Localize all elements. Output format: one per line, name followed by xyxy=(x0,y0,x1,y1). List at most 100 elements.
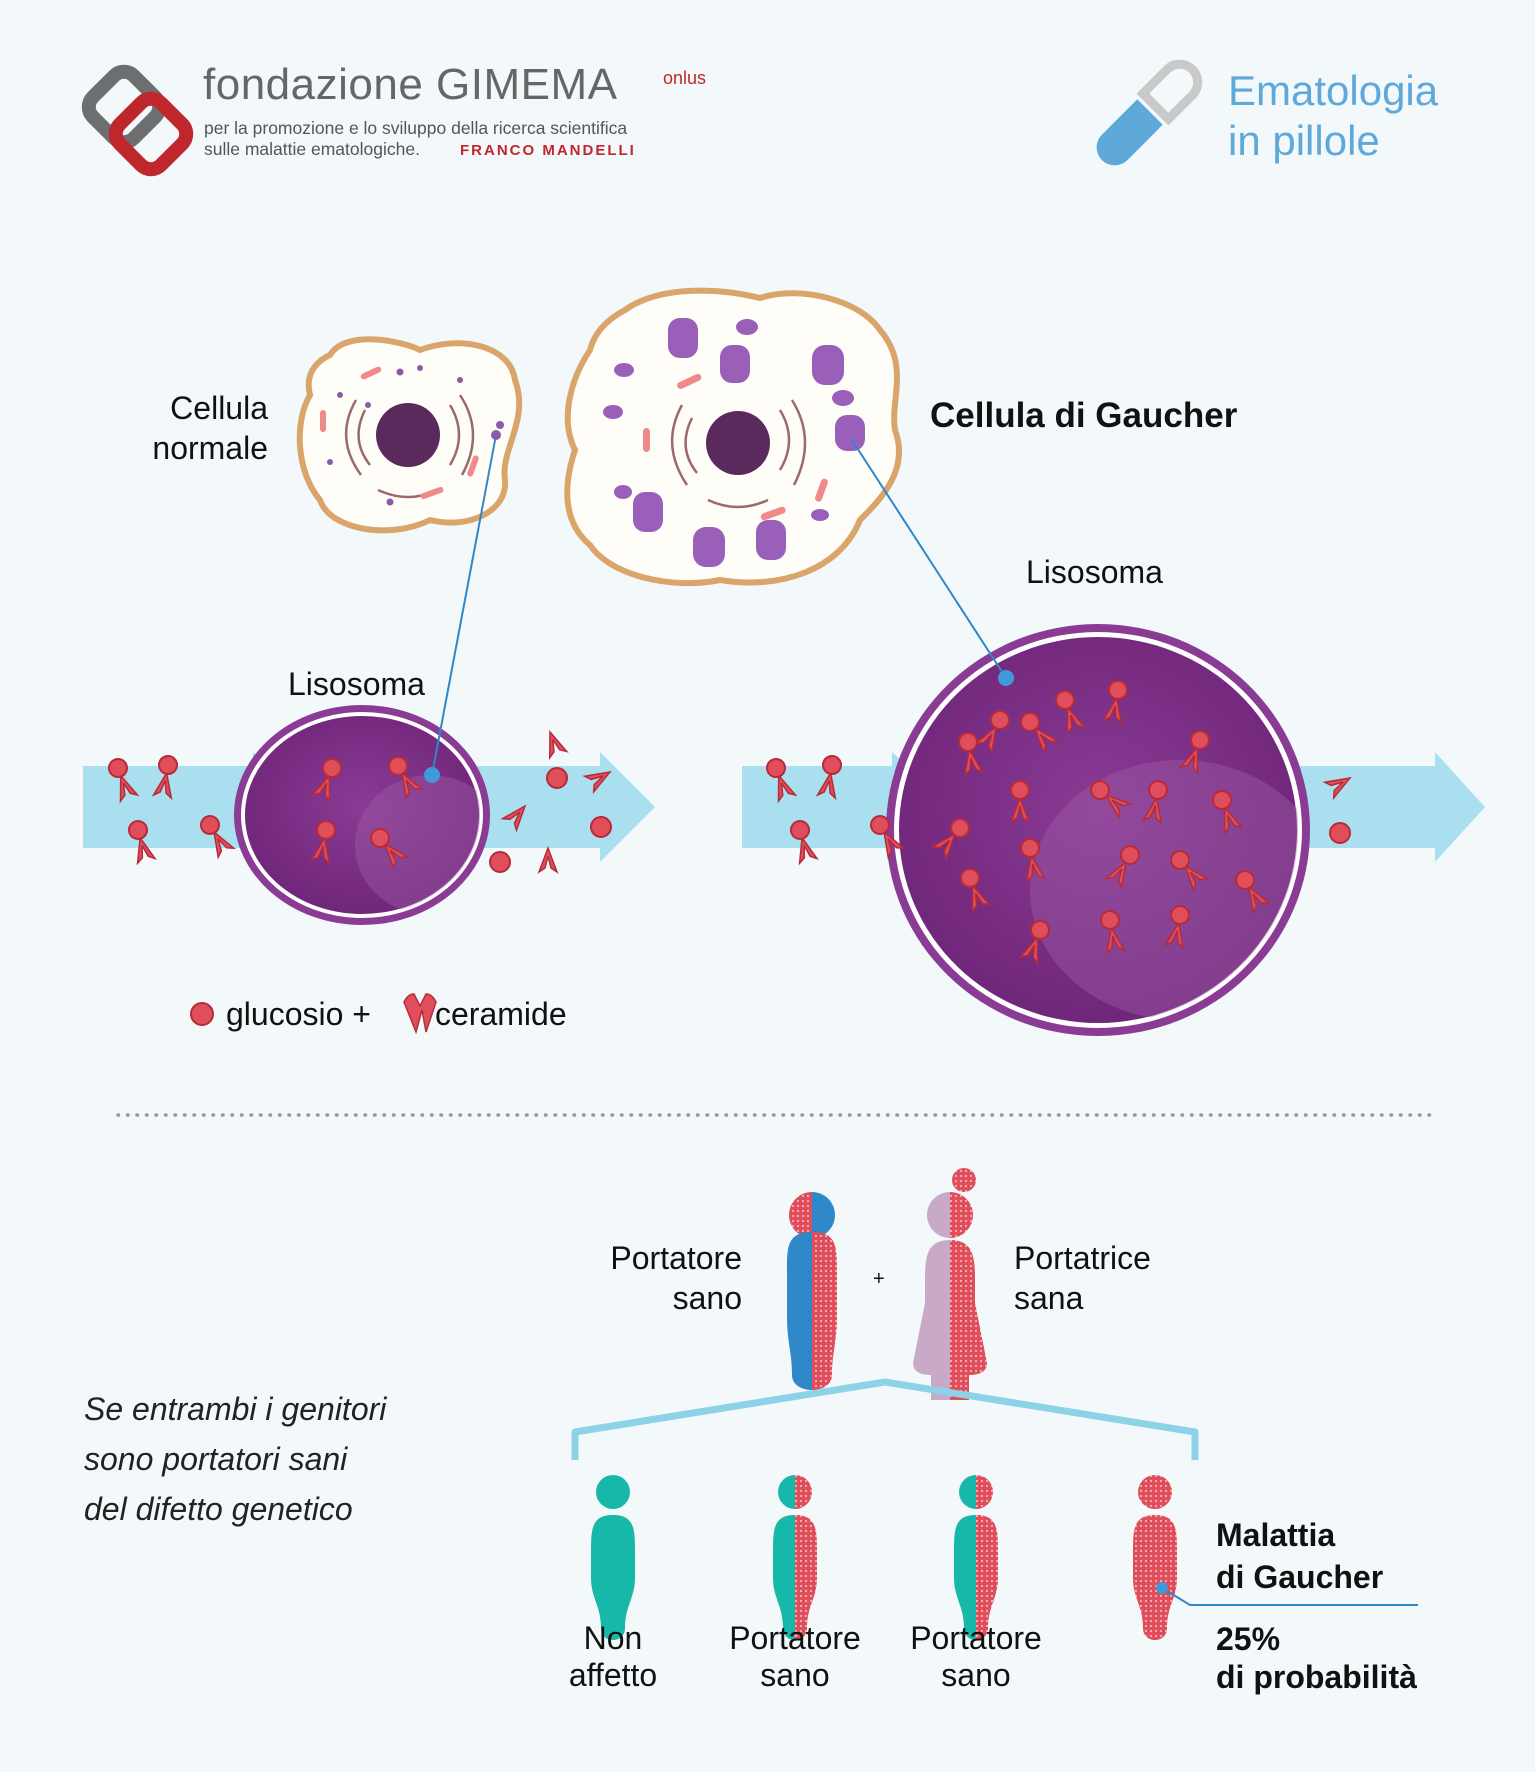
gaucher-cell-label: Cellula di Gaucher xyxy=(930,396,1238,435)
glucosylceramide-molecule xyxy=(309,820,336,866)
callout-normal-lysosome xyxy=(424,430,501,783)
mother-label-line2: sana xyxy=(1014,1280,1084,1316)
inheritance-note: Se entrambi i genitori sono portatori sa… xyxy=(84,1384,386,1534)
disease-label-line2: di Gaucher xyxy=(1216,1559,1384,1595)
probability-label-line1: 25% xyxy=(1216,1621,1281,1657)
child-label-1-line2: affetto xyxy=(568,1657,658,1693)
glucosylceramide-molecule xyxy=(200,815,237,860)
father-label-line2: sano xyxy=(672,1280,742,1316)
offspring-bracket xyxy=(571,1378,1199,1460)
inheritance-note-line2: sono portatori sani xyxy=(84,1441,348,1477)
child-label-1-line1: Non xyxy=(583,1620,643,1656)
gimema-logo xyxy=(81,64,194,177)
child-label-2-line2: sano xyxy=(760,1657,830,1693)
normal-cell xyxy=(296,336,523,534)
glucose-molecule xyxy=(590,816,612,838)
child-unaffected-figure xyxy=(591,1475,635,1640)
mother-label: Portatrice sana xyxy=(1014,1238,1151,1318)
glucosylceramide-molecule xyxy=(108,758,140,804)
glucosylceramide-molecule xyxy=(388,756,425,801)
child-label-3-line1: Portatore xyxy=(910,1620,1042,1656)
ceramide-molecule xyxy=(548,729,569,760)
child-label-1: Non affetto xyxy=(543,1620,683,1694)
father-label-line1: Portatore xyxy=(610,1240,742,1276)
disease-label: Malattia di Gaucher xyxy=(1216,1514,1383,1598)
glucosylceramide-molecule xyxy=(1103,845,1140,890)
father-carrier-figure xyxy=(787,1192,837,1390)
disease-label-line1: Malattia xyxy=(1216,1517,1336,1553)
glucosylceramide-molecule xyxy=(1101,680,1128,726)
glucosylceramide-molecule xyxy=(370,828,410,871)
inheritance-note-line3: del difetto genetico xyxy=(84,1491,353,1527)
plus-sign: + xyxy=(873,1268,885,1290)
glucosylceramide-molecule xyxy=(1100,910,1127,956)
child-label-2: Portatore sano xyxy=(715,1620,875,1694)
mother-label-line1: Portatrice xyxy=(1014,1240,1151,1276)
child-carrier-figure-1 xyxy=(773,1475,817,1640)
flow-arrow-right-out xyxy=(1280,752,1485,862)
glucosylceramide-molecule xyxy=(1020,712,1060,755)
org-suffix: onlus xyxy=(663,68,707,88)
ceramide-molecule xyxy=(1322,776,1352,801)
glucosylceramide-molecule xyxy=(958,732,985,778)
glucose-molecule xyxy=(546,767,568,789)
child-label-3: Portatore sano xyxy=(896,1620,1056,1694)
glucosylceramide-molecule xyxy=(1090,780,1133,820)
org-tagline-name: FRANCO MANDELLI xyxy=(460,142,636,159)
glucosylceramide-molecule xyxy=(128,820,157,866)
legend-glucose-icon xyxy=(190,1002,214,1026)
series-title-line1: Ematologia xyxy=(1228,67,1439,114)
glucosylceramide-molecule xyxy=(310,758,342,804)
lysosome-large-label: Lisosoma xyxy=(1026,554,1163,590)
normal-cell-label-line2: normale xyxy=(152,430,268,466)
glucosylceramide-molecule xyxy=(930,818,970,861)
lysosome-small-label: Lisosoma xyxy=(288,666,425,702)
child-label-3-line2: sano xyxy=(941,1657,1011,1693)
normal-cell-label-line1: Cellula xyxy=(170,390,268,426)
lysosome-small xyxy=(234,705,490,925)
series-title: Ematologia in pillole xyxy=(1228,66,1438,166)
glucosylceramide-molecule xyxy=(1020,838,1047,884)
probability-label: 25% di probabilità xyxy=(1216,1620,1417,1696)
glucosylceramide-molecule xyxy=(1212,790,1244,836)
glucosylceramide-molecules xyxy=(108,680,1352,966)
glucosylceramide-molecule xyxy=(790,820,819,866)
glucosylceramide-molecule xyxy=(1235,870,1272,915)
series-title-line2: in pillole xyxy=(1228,117,1380,164)
pill-icon xyxy=(1096,59,1203,166)
legend-ceramide-icon xyxy=(403,993,437,1035)
father-label: Portatore sano xyxy=(560,1238,742,1318)
glucosylceramide-molecule xyxy=(1009,780,1031,824)
ceramide-molecule xyxy=(537,845,559,874)
glucosylceramide-molecule xyxy=(960,868,992,914)
probability-label-line2: di probabilità xyxy=(1216,1659,1417,1695)
ceramide-molecule xyxy=(500,804,527,833)
child-affected-figure xyxy=(1133,1475,1177,1640)
glucose-molecule xyxy=(1329,822,1351,844)
glucosylceramide-molecule xyxy=(1170,850,1210,893)
glucosylceramide-molecule xyxy=(1018,920,1050,966)
glucosylceramide-molecule xyxy=(815,755,842,801)
legend-ceramide-label: ceramide xyxy=(435,996,567,1032)
gaucher-cell xyxy=(564,287,903,587)
legend-glucose-label: glucosio + xyxy=(226,996,371,1032)
child-label-2-line1: Portatore xyxy=(729,1620,861,1656)
glucosylceramide-molecule xyxy=(151,755,178,801)
child-carrier-figure-2 xyxy=(954,1475,998,1640)
glucosylceramide-molecule xyxy=(1178,730,1210,776)
glucosylceramide-molecule xyxy=(1141,780,1168,826)
glucose-molecule xyxy=(489,851,511,873)
mother-carrier-figure xyxy=(913,1168,987,1400)
normal-cell-label: Cellula normale xyxy=(136,388,268,468)
inheritance-note-line1: Se entrambi i genitori xyxy=(84,1391,387,1427)
callout-gaucher-lysosome xyxy=(851,439,1014,686)
glucosylceramide-molecule xyxy=(1163,905,1190,951)
callout-disease xyxy=(1156,1582,1418,1606)
glucosylceramide-molecule xyxy=(870,815,907,860)
org-name: fondazione GIMEMA xyxy=(203,60,618,109)
org-tagline-line1: per la promozione e lo sviluppo della ri… xyxy=(204,118,628,138)
glucosylceramide-molecule xyxy=(1055,690,1087,736)
glucosylceramide-molecule xyxy=(766,758,798,804)
ceramide-molecule xyxy=(582,770,612,795)
